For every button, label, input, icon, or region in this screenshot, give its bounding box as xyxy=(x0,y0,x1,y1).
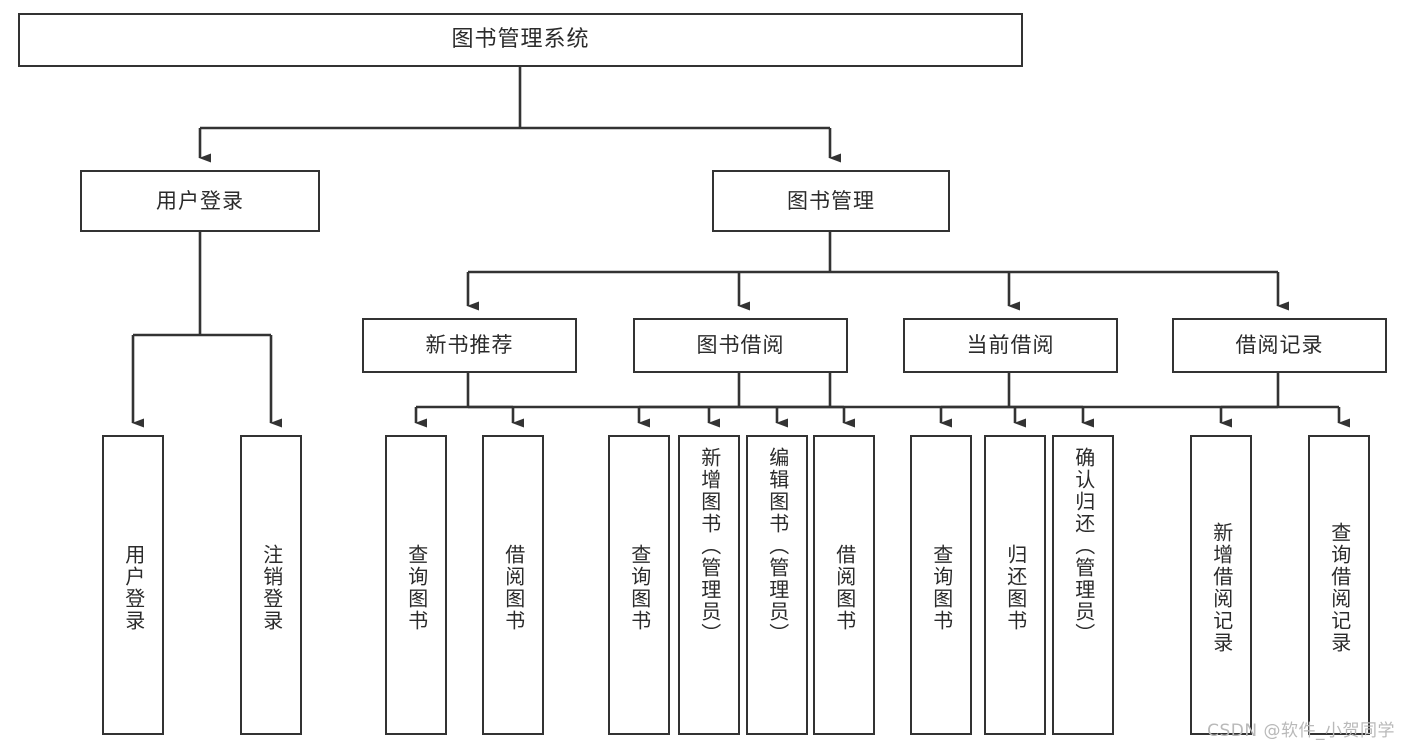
node-leaf-return-book[interactable]: 归还图书 xyxy=(984,435,1046,735)
node-root[interactable]: 图书管理系统 xyxy=(18,13,1023,67)
node-leaf-query-record-label: 查询借阅记录 xyxy=(1327,522,1352,654)
node-user-login[interactable]: 用户登录 xyxy=(80,170,320,232)
node-leaf-borrow-book-1[interactable]: 借阅图书 xyxy=(482,435,544,735)
node-leaf-add-book-label: 新增图书（管理员） xyxy=(697,447,722,645)
node-current-borrow[interactable]: 当前借阅 xyxy=(903,318,1118,373)
node-leaf-add-book[interactable]: 新增图书（管理员） xyxy=(678,435,740,735)
node-book-borrow[interactable]: 图书借阅 xyxy=(633,318,848,373)
node-leaf-query-record[interactable]: 查询借阅记录 xyxy=(1308,435,1370,735)
node-leaf-edit-book-label: 编辑图书（管理员） xyxy=(765,447,790,645)
node-book-manage-label: 图书管理 xyxy=(787,188,875,213)
node-user-login-label: 用户登录 xyxy=(156,188,244,213)
node-root-label: 图书管理系统 xyxy=(451,27,590,52)
node-leaf-user-login-label: 用户登录 xyxy=(121,544,146,632)
node-leaf-user-logout[interactable]: 注销登录 xyxy=(240,435,302,735)
node-leaf-borrow-book-2[interactable]: 借阅图书 xyxy=(813,435,875,735)
node-leaf-user-login[interactable]: 用户登录 xyxy=(102,435,164,735)
node-new-book-rec[interactable]: 新书推荐 xyxy=(362,318,577,373)
node-leaf-query-book-1[interactable]: 查询图书 xyxy=(385,435,447,735)
watermark: CSDN @软件_小贺同学 xyxy=(1207,721,1395,741)
node-leaf-confirm-return[interactable]: 确认归还（管理员） xyxy=(1052,435,1114,735)
node-leaf-query-book-1-label: 查询图书 xyxy=(404,544,429,632)
node-borrow-record[interactable]: 借阅记录 xyxy=(1172,318,1387,373)
node-leaf-query-book-3-label: 查询图书 xyxy=(929,544,954,632)
node-book-borrow-label: 图书借阅 xyxy=(696,333,785,357)
node-leaf-add-record-label: 新增借阅记录 xyxy=(1209,522,1234,654)
node-book-manage[interactable]: 图书管理 xyxy=(712,170,950,232)
node-current-borrow-label: 当前借阅 xyxy=(966,333,1055,357)
node-leaf-query-book-2[interactable]: 查询图书 xyxy=(608,435,670,735)
node-leaf-confirm-return-label: 确认归还（管理员） xyxy=(1071,447,1096,645)
node-leaf-edit-book[interactable]: 编辑图书（管理员） xyxy=(746,435,808,735)
node-leaf-borrow-book-1-label: 借阅图书 xyxy=(501,544,526,632)
node-leaf-add-record[interactable]: 新增借阅记录 xyxy=(1190,435,1252,735)
node-new-book-rec-label: 新书推荐 xyxy=(425,333,514,357)
node-leaf-query-book-3[interactable]: 查询图书 xyxy=(910,435,972,735)
node-leaf-return-book-label: 归还图书 xyxy=(1003,544,1028,632)
node-leaf-query-book-2-label: 查询图书 xyxy=(627,544,652,632)
node-borrow-record-label: 借阅记录 xyxy=(1235,333,1324,357)
node-leaf-borrow-book-2-label: 借阅图书 xyxy=(832,544,857,632)
node-leaf-user-logout-label: 注销登录 xyxy=(259,544,284,632)
